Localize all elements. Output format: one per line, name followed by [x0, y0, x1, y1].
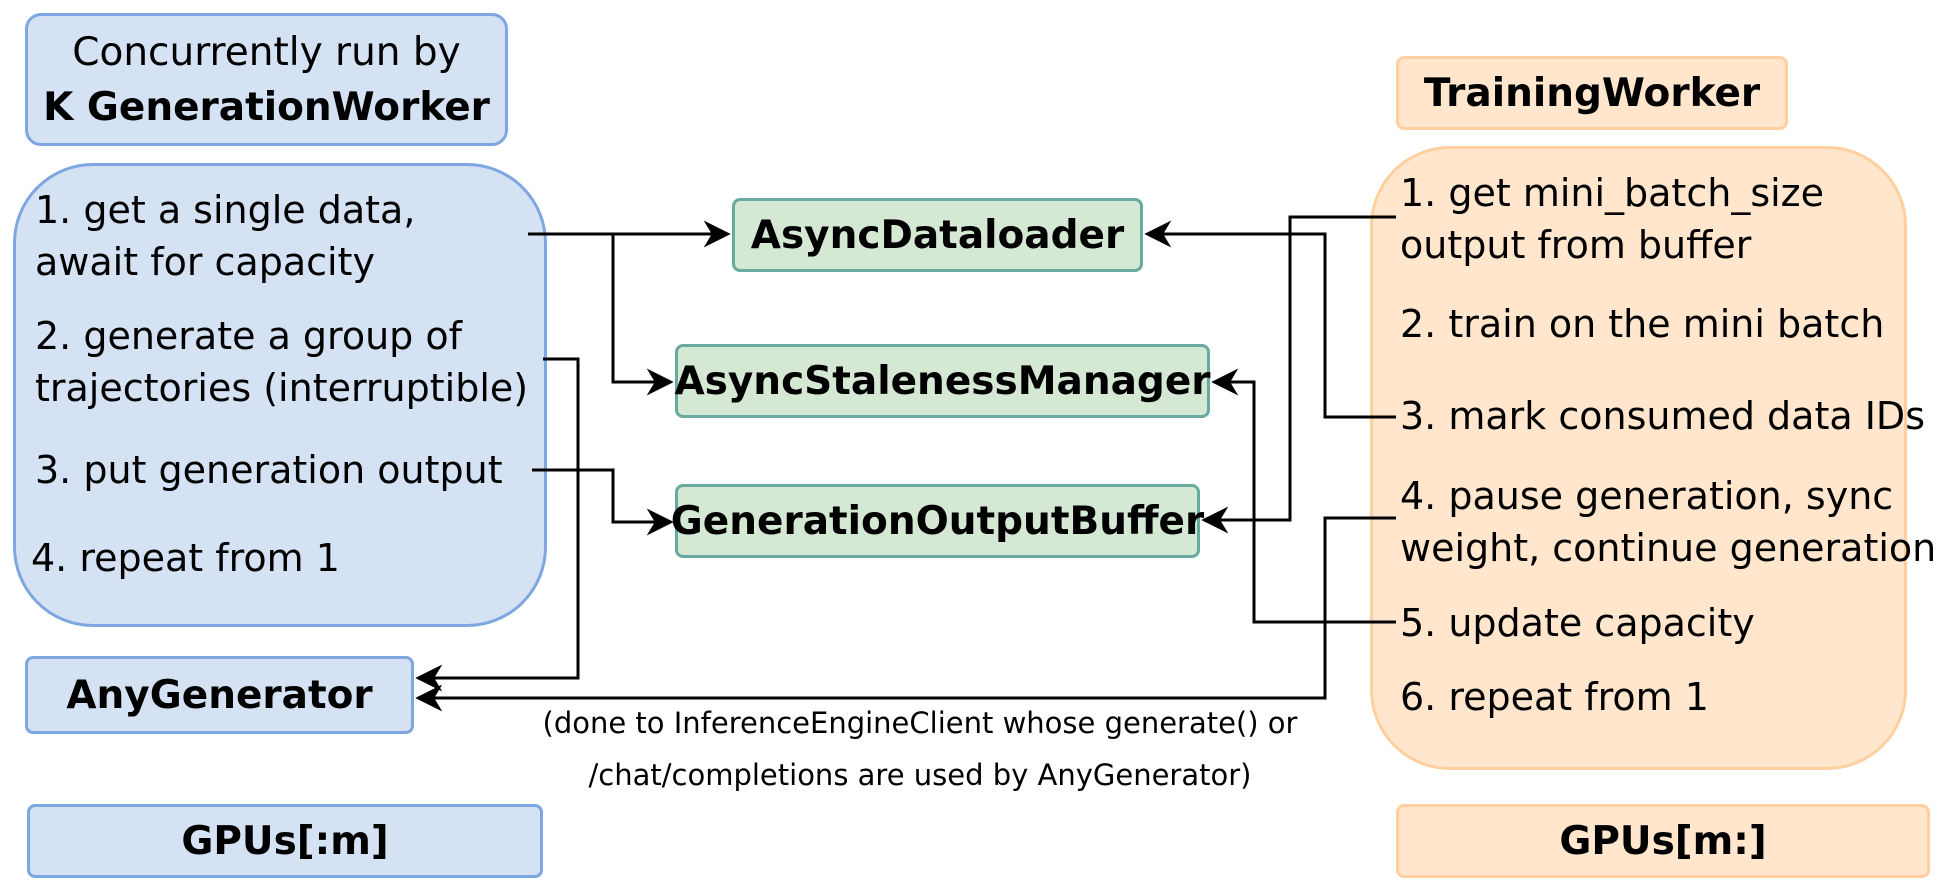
train-step-4-line2: weight, continue generation — [1400, 526, 1937, 570]
generation-worker-title-box: Concurrently run by K GenerationWorker — [25, 13, 508, 146]
generation-worker-steps-box — [13, 163, 547, 627]
gen-step-4: 4. repeat from 1 — [31, 536, 340, 580]
gen-step-1-line2: await for capacity — [35, 240, 375, 284]
train-step-2: 2. train on the mini batch — [1400, 302, 1885, 346]
gen-step-3: 3. put generation output — [35, 448, 503, 492]
train-step-1-line1: 1. get mini_batch_size — [1400, 171, 1824, 215]
gen-step-2-line2: trajectories (interruptible) — [35, 366, 529, 410]
async-staleness-manager-label: AsyncStalenessManager — [674, 358, 1211, 404]
train-step-1-line2: output from buffer — [1400, 223, 1752, 267]
gpu-left-box: GPUs[:m] — [27, 804, 543, 878]
train-step-4-line1: 4. pause generation, sync — [1400, 474, 1894, 518]
async-dataloader-label: AsyncDataloader — [750, 212, 1125, 258]
training-worker-title: TrainingWorker — [1423, 70, 1761, 116]
generation-worker-title-line1: Concurrently run by — [72, 29, 461, 75]
train-step-5: 5. update capacity — [1400, 601, 1755, 645]
arrow-train3-to-dataloader — [1144, 220, 1396, 419]
gpu-right-box: GPUs[m:] — [1396, 804, 1930, 878]
async-dataloader-box: AsyncDataloader — [732, 198, 1143, 272]
training-worker-steps-box — [1370, 146, 1907, 770]
note-line1: (done to InferenceEngineClient whose gen… — [542, 706, 1298, 740]
gen-step-1-line1: 1. get a single data, — [35, 188, 416, 232]
any-generator-label: AnyGenerator — [66, 672, 373, 718]
training-worker-title-box: TrainingWorker — [1396, 56, 1788, 130]
gen-step-2-line1: 2. generate a group of — [35, 314, 462, 358]
generation-output-buffer-label: GenerationOutputBuffer — [670, 498, 1205, 544]
generation-worker-title-line2: K GenerationWorker — [43, 84, 490, 130]
arrow-train1-to-output-buffer — [1201, 215, 1396, 534]
arrow-gen3-to-output-buffer — [532, 468, 674, 536]
gpu-right-label: GPUs[m:] — [1559, 818, 1767, 864]
any-generator-box: AnyGenerator — [25, 656, 414, 734]
train-step-6: 6. repeat from 1 — [1400, 675, 1709, 719]
gpu-left-label: GPUs[:m] — [181, 818, 389, 864]
train-step-3: 3. mark consumed data IDs — [1400, 394, 1925, 438]
arrow-train4-to-any-generator — [415, 516, 1396, 712]
generation-output-buffer-box: GenerationOutputBuffer — [671, 484, 1204, 558]
arrow-gen2-to-any-generator — [415, 357, 580, 692]
async-staleness-manager-box: AsyncStalenessManager — [674, 344, 1211, 418]
note-line2: /chat/completions are used by AnyGenerat… — [588, 758, 1252, 792]
arrow-gen1-to-staleness-manager — [611, 234, 674, 396]
